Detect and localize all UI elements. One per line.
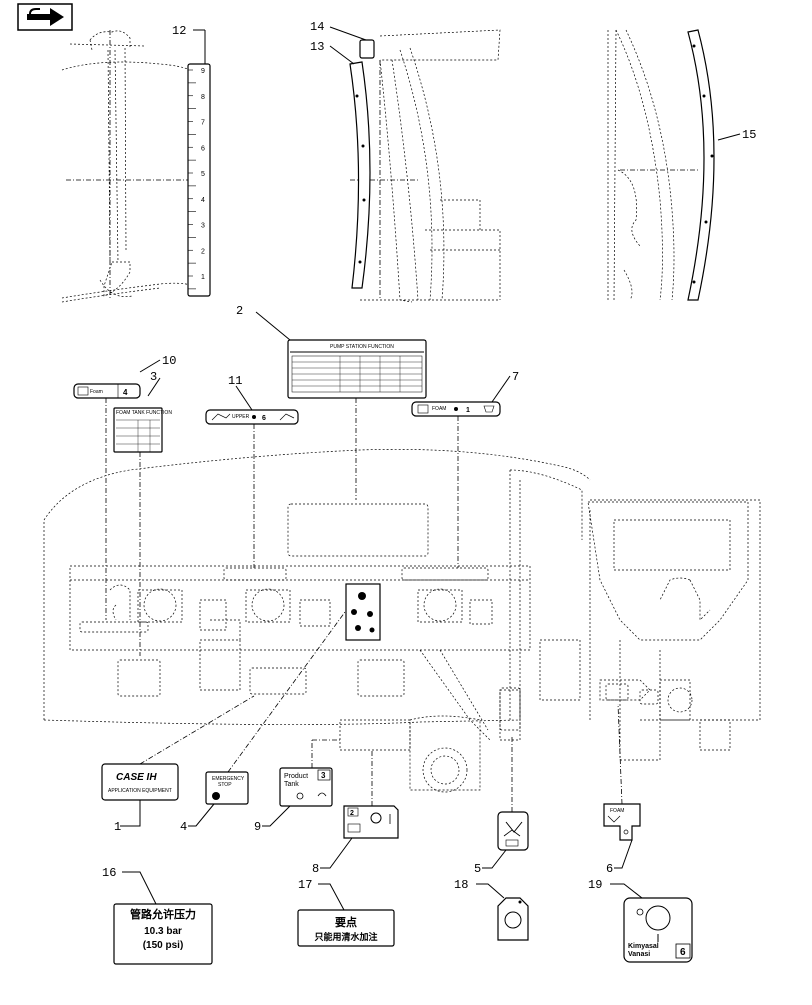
top-left-view [61,30,191,303]
callout-18: 18 [454,878,468,892]
svg-text:FOAM: FOAM [610,808,624,814]
callout-7: 7 [512,370,519,384]
decal-19-kimyasal: Kimyasal Vanasi 6 [623,897,693,963]
decal-17-keypoint: 要点 只能用清水加注 [297,909,395,947]
svg-text:CASE IH: CASE IH [116,772,157,783]
callout-17: 17 [298,878,312,892]
svg-text:APPLICATION EQUIPMENT: APPLICATION EQUIPMENT [108,788,172,794]
svg-text:Tank: Tank [284,781,299,788]
svg-text:PUMP STATION FUNCTION: PUMP STATION FUNCTION [330,344,394,350]
decal-9-product-tank: Product Tank 3 [279,767,333,807]
scale-tick-label: 8 [201,94,205,101]
scale-tick-label: 2 [201,248,205,255]
svg-text:(150 psi): (150 psi) [143,940,184,951]
svg-text:6: 6 [680,947,686,958]
clip-14 [359,39,375,59]
svg-text:STOP: STOP [218,782,232,788]
callout-16: 16 [102,866,116,880]
callout-12: 12 [172,24,186,38]
callout-8: 8 [312,862,319,876]
callout-2: 2 [236,304,243,318]
decal-11: UPPER 6 [205,409,299,425]
decal-16-pressure: 管路允许压力 10.3 bar (150 psi) [113,903,213,965]
scale-tick-label: 7 [201,120,205,127]
svg-text:UPPER: UPPER [232,414,250,420]
callout-4: 4 [180,820,187,834]
callout-14: 14 [310,20,324,34]
svg-text:只能用清水加注: 只能用清水加注 [314,931,377,942]
svg-text:EMERGENCY: EMERGENCY [212,776,245,782]
callout-6: 6 [606,862,613,876]
svg-text:Foam: Foam [90,389,103,395]
decal-locations [79,503,659,731]
scale-tick-label: 3 [201,223,205,230]
machine-outline [43,449,761,793]
svg-text:10.3 bar: 10.3 bar [144,926,182,937]
scale-tick-label: 5 [201,171,205,178]
decal-3-foam-tank: FOAM TANK FUNCTION [113,407,172,453]
callout-15: 15 [742,128,756,142]
callout-11: 11 [228,374,242,388]
svg-text:FOAM: FOAM [432,406,446,412]
decal-6: FOAM [603,803,641,841]
valve-assemblies [137,588,493,631]
scale-decal-12: 9 8 7 6 5 4 3 2 1 [187,63,211,297]
top-right-view [607,29,700,301]
decal-8: 2 [343,805,399,839]
callout-19: 19 [588,878,602,892]
callout-10: 10 [162,354,176,368]
svg-text:FOAM TANK FUNCTION: FOAM TANK FUNCTION [116,410,172,416]
svg-text:管路允许压力: 管路允许压力 [130,907,196,921]
decal-10: Foam 4 [73,383,141,399]
scale-tick-label: 4 [201,197,205,204]
svg-text:4: 4 [123,388,128,397]
svg-text:3: 3 [321,771,326,780]
callout-3: 3 [150,370,157,384]
svg-text:6: 6 [262,415,266,422]
trim-strip-15 [687,29,715,301]
svg-text:要点: 要点 [335,915,357,929]
scale-tick-label: 9 [201,68,205,75]
callout-13: 13 [310,40,324,54]
svg-text:Product: Product [284,773,308,780]
decal-4-emergency-stop: EMERGENCY STOP [205,771,249,805]
next-page-arrow-icon[interactable] [17,3,73,31]
decal-1-case-ih: CASE IH APPLICATION EQUIPMENT [101,763,179,801]
decal-7: FOAM 1 [411,401,501,417]
svg-text:2: 2 [350,810,354,817]
svg-text:1: 1 [466,407,470,414]
callout-5: 5 [474,862,481,876]
top-center-view [350,29,501,303]
scale-tick-label: 6 [201,145,205,152]
decal-5 [497,811,529,851]
callout-9: 9 [254,820,261,834]
scale-tick-label: 1 [201,274,205,281]
decal-18 [497,897,529,941]
trim-strip-13 [349,61,371,289]
emergency-panel [345,583,381,641]
svg-text:Kimyasal: Kimyasal [628,943,659,950]
svg-text:Vanasi: Vanasi [628,951,650,958]
decal-2-pump-station: PUMP STATION FUNCTION [287,339,427,399]
callout-1: 1 [114,820,121,834]
